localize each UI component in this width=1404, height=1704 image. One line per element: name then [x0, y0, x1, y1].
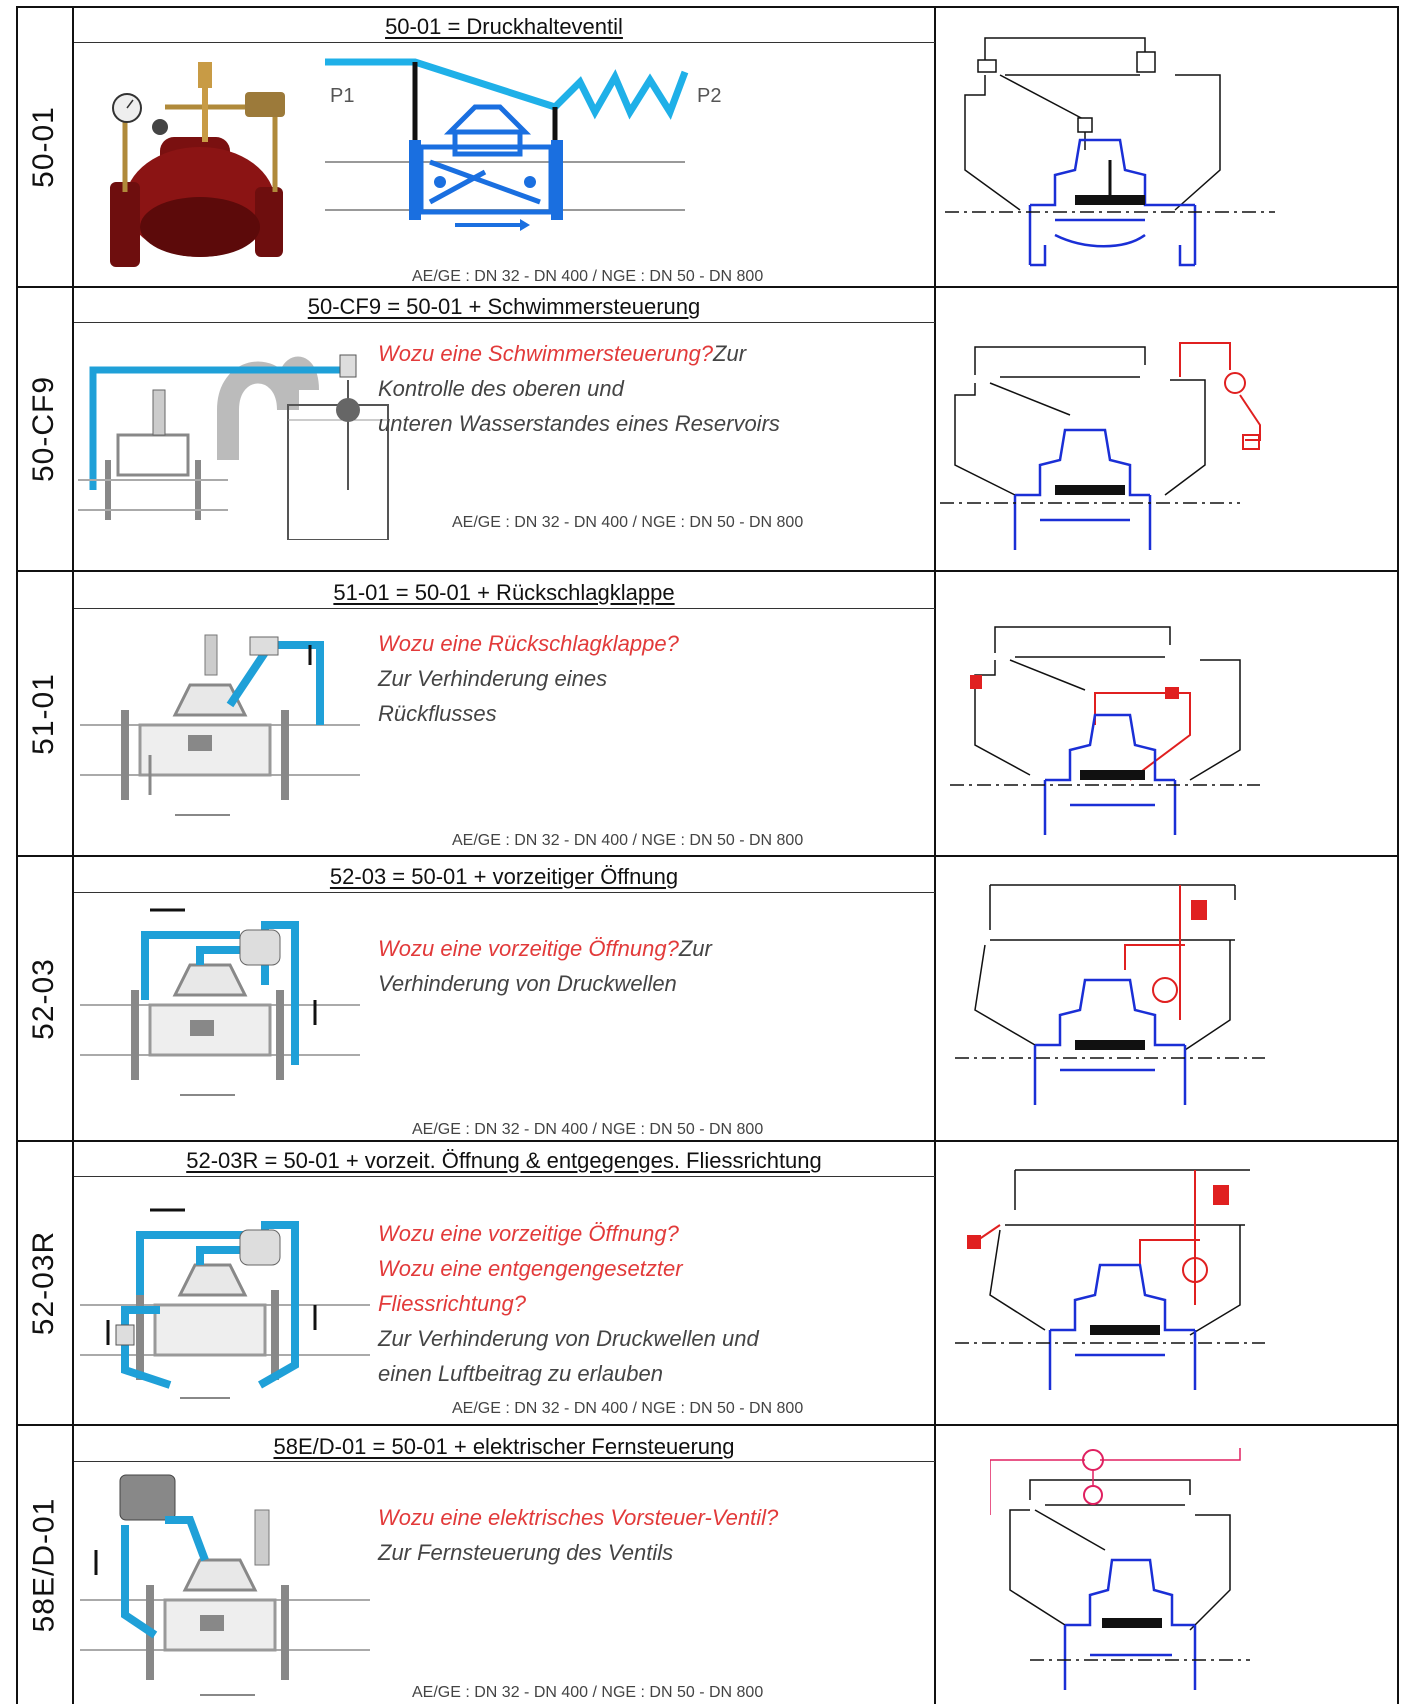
row-title: 50-01 = Druckhalteventil [385, 14, 623, 39]
row-caption: AE/GE : DN 32 - DN 400 / NGE : DN 50 - D… [412, 1684, 764, 1701]
row-title: 52-03R = 50-01 + vorzeit. Öffnung & entg… [186, 1148, 822, 1173]
answer-inline: Zur [713, 341, 747, 366]
answer-inline: Zur [678, 936, 712, 961]
schematic-50-01 [945, 37, 1275, 267]
answer-line: Zur Verhinderung eines [378, 666, 608, 691]
title-rule [74, 892, 935, 893]
question: Wozu eine vorzeitige Öffnung? [378, 936, 679, 961]
row-divider [16, 286, 1399, 288]
row-caption: AE/GE : DN 32 - DN 400 / NGE : DN 50 - D… [452, 514, 804, 531]
row-title: 58E/D-01 = 50-01 + elektrischer Fernsteu… [273, 1434, 735, 1459]
row-code: 50-CF9 [27, 375, 61, 483]
check-valve-illustration [80, 634, 360, 816]
row-code: 58E/D-01 [27, 1497, 60, 1633]
question: Wozu eine Rückschlagklappe? [378, 631, 679, 656]
row-caption: AE/GE : DN 32 - DN 400 / NGE : DN 50 - D… [412, 1121, 764, 1138]
answer-line: Rückflusses [378, 701, 497, 726]
question: Wozu eine entgengengesetzter [378, 1256, 683, 1281]
answer-line: unteren Wasserstandes eines Reservoirs [378, 411, 780, 436]
reverse-flow-illustration [80, 1208, 370, 1399]
row-code: 51-01 [27, 672, 61, 755]
row-code: 52-03 [27, 957, 61, 1040]
title-rule [74, 42, 935, 43]
title-rule [74, 322, 935, 323]
answer-line: Zur Verhinderung von Druckwellen und [378, 1326, 759, 1351]
question: Wozu eine Schwimmersteuerung? [378, 341, 714, 366]
float-control-illustration [78, 354, 389, 540]
row-title: 52-03 = 50-01 + vorzeitiger Öffnung [329, 864, 679, 889]
row-divider [16, 855, 1399, 857]
question: Wozu eine vorzeitige Öffnung? [378, 1221, 679, 1246]
valve-photo [110, 62, 285, 267]
early-opening-illustration [80, 908, 360, 1096]
row-code: 50-01 [27, 106, 61, 188]
row-divider [16, 570, 1399, 572]
question-block: Wozu eine vorzeitige Öffnung? Wozu eine … [378, 1216, 918, 1391]
row-caption: AE/GE : DN 32 - DN 400 / NGE : DN 50 - D… [452, 1400, 804, 1417]
schematic-58E-D-01 [990, 1448, 1250, 1690]
schematic-52-03R [955, 1169, 1265, 1390]
question-block: Wozu eine vorzeitige Öffnung?Zur Verhind… [378, 931, 918, 1001]
row-code: 52-03R [27, 1230, 60, 1336]
row-divider [16, 1424, 1399, 1426]
question: Wozu eine elektrisches Vorsteuer-Ventil? [378, 1505, 779, 1530]
question-block: Wozu eine elektrisches Vorsteuer-Ventil?… [378, 1500, 918, 1570]
row-title: 50-CF9 = 50-01 + Schwimmersteuerung [307, 294, 701, 319]
question-block: Wozu eine Rückschlagklappe? Zur Verhinde… [378, 626, 918, 731]
row-caption: AE/GE : DN 32 - DN 400 / NGE : DN 50 - D… [452, 832, 804, 849]
answer-line: einen Luftbeitrag zu erlauben [378, 1361, 663, 1386]
schematic-51-01 [950, 626, 1260, 835]
schematic-50-CF9 [940, 342, 1261, 550]
label-p1: P1 [330, 85, 354, 107]
pressure-diagram: P1 P2 [325, 58, 721, 231]
row-title: 51-01 = 50-01 + Rückschlagklappe [333, 580, 675, 605]
answer-line: Zur Fernsteuerung des Ventils [378, 1540, 674, 1565]
title-rule [74, 608, 935, 609]
question-block: Wozu eine Schwimmersteuerung?Zur Kontrol… [378, 336, 938, 441]
row-caption: AE/GE : DN 32 - DN 400 / NGE : DN 50 - D… [412, 268, 764, 285]
electric-control-illustration [80, 1474, 370, 1696]
title-rule [74, 1176, 935, 1177]
answer-line: Verhinderung von Druckwellen [378, 971, 677, 996]
schematic-52-03 [955, 884, 1265, 1105]
answer-line: Kontrolle des oberen und [378, 376, 624, 401]
label-p2: P2 [697, 85, 721, 107]
question: Fliessrichtung? [378, 1291, 526, 1316]
row-divider [16, 1140, 1399, 1142]
title-rule [74, 1461, 935, 1462]
